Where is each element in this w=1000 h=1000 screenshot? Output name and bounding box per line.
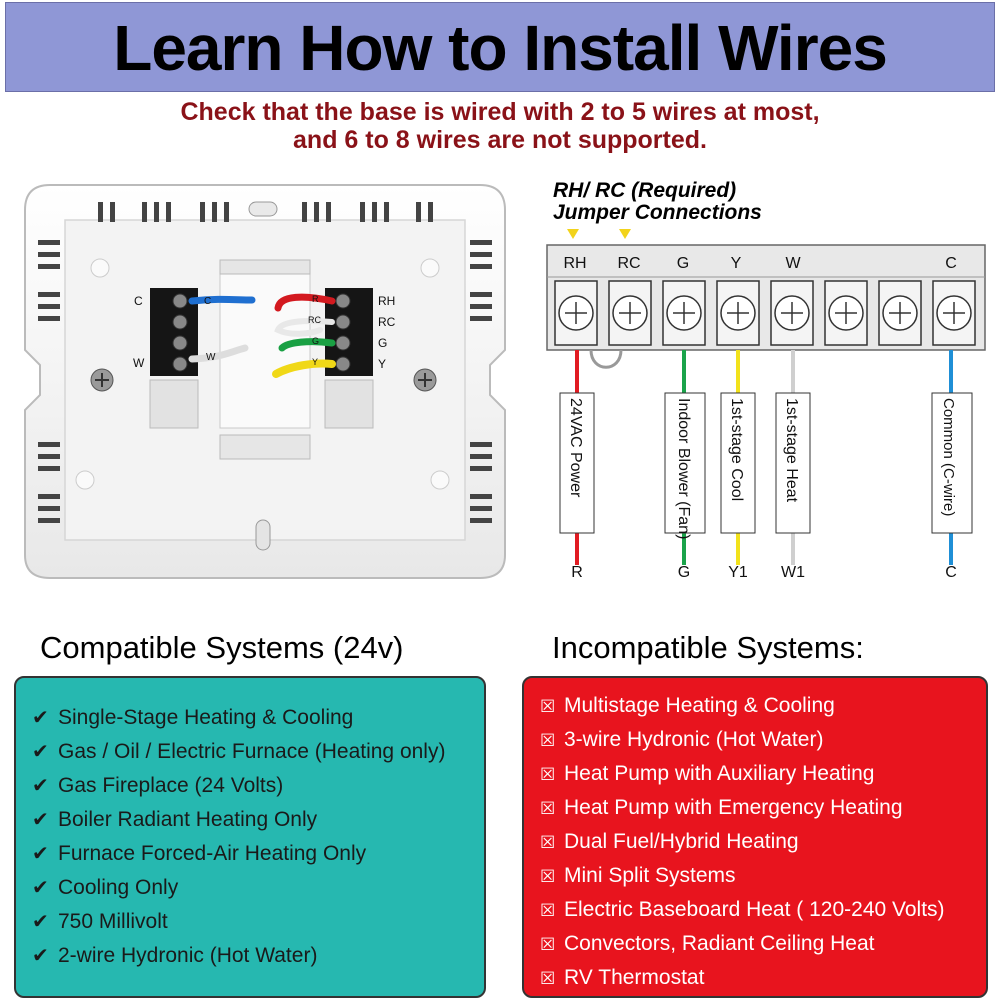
thermostat-base-plate: C W C W RH RC G Y R RC G Y bbox=[24, 184, 506, 579]
compatible-item: ✔Gas / Oil / Electric Furnace (Heating o… bbox=[32, 740, 446, 763]
check-icon: ✔ bbox=[32, 775, 49, 797]
subtitle: Check that the base is wired with 2 to 5… bbox=[0, 98, 1000, 154]
x-box-icon: ☒ bbox=[540, 799, 556, 818]
incompatible-item: ☒Mini Split Systems bbox=[540, 864, 736, 887]
terminal-screws bbox=[554, 280, 976, 346]
title-banner: Learn How to Install Wires bbox=[5, 2, 995, 92]
base-left-terminal-w: W bbox=[133, 356, 145, 370]
wire-y1-label: 1st-stage Cool bbox=[728, 398, 745, 501]
incompatible-item: ☒Multistage Heating & Cooling bbox=[540, 694, 835, 717]
terminal-label-y: Y bbox=[731, 255, 742, 272]
subtitle-line-1: Check that the base is wired with 2 to 5… bbox=[180, 98, 820, 126]
compatible-item: ✔750 Millivolt bbox=[32, 910, 168, 933]
x-box-icon: ☒ bbox=[540, 765, 556, 784]
page-title: Learn How to Install Wires bbox=[113, 12, 888, 84]
incompatible-item: ☒Heat Pump with Emergency Heating bbox=[540, 796, 903, 819]
jumper-title: RH/ RC (Required) Jumper Connections bbox=[553, 180, 762, 224]
compatible-item: ✔Single-Stage Heating & Cooling bbox=[32, 706, 354, 729]
wire-r: 24VAC Power R bbox=[559, 350, 595, 581]
incompatible-item: ☒Dual Fuel/Hybrid Heating bbox=[540, 830, 799, 853]
wire-w1: 1st-stage Heat W1 bbox=[775, 350, 811, 581]
base-right-terminal-g: G bbox=[378, 336, 387, 350]
x-box-icon: ☒ bbox=[540, 867, 556, 886]
incompatible-item: ☒Electric Baseboard Heat ( 120-240 Volts… bbox=[540, 898, 945, 921]
jumper-arrow-rh bbox=[567, 229, 579, 239]
terminal-label-c: C bbox=[945, 255, 957, 272]
check-icon: ✔ bbox=[32, 843, 49, 865]
wire-g-label: Indoor Blower (Fan) bbox=[675, 398, 692, 539]
compatible-item: ✔Furnace Forced-Air Heating Only bbox=[32, 842, 367, 865]
wire-r-end: R bbox=[571, 564, 583, 581]
incompatible-item: ☒3-wire Hydronic (Hot Water) bbox=[540, 728, 824, 751]
wire-g: Indoor Blower (Fan) G bbox=[664, 350, 706, 581]
check-icon: ✔ bbox=[32, 809, 49, 831]
wire-c-end: C bbox=[945, 564, 957, 581]
jumper-wire bbox=[589, 349, 623, 369]
base-right-terminal-y: Y bbox=[378, 357, 386, 371]
compatible-panel: ✔Single-Stage Heating & Cooling ✔Gas / O… bbox=[14, 676, 486, 998]
check-icon: ✔ bbox=[32, 877, 49, 899]
incompatible-title: Incompatible Systems: bbox=[552, 630, 864, 665]
wire-r-label: 24VAC Power bbox=[567, 398, 584, 498]
wiring-diagram: RH RC G Y W C 24VAC Power R Indoor Blowe… bbox=[546, 229, 986, 581]
incompatible-item: ☒Heat Pump with Auxiliary Heating bbox=[540, 762, 875, 785]
wires bbox=[188, 293, 336, 378]
terminal-label-g: G bbox=[677, 255, 689, 272]
x-box-icon: ☒ bbox=[540, 697, 556, 716]
wire-c: Common (C-wire) C bbox=[931, 350, 973, 581]
base-right-wire-tag-y: Y bbox=[312, 357, 318, 367]
compatible-title: Compatible Systems (24v) bbox=[40, 630, 404, 665]
base-right-wire-tag-r: R bbox=[312, 294, 319, 304]
check-icon: ✔ bbox=[32, 741, 49, 763]
check-icon: ✔ bbox=[32, 911, 49, 933]
base-right-wire-tag-g: G bbox=[312, 336, 319, 346]
base-right-wire-tag-rc: RC bbox=[308, 315, 321, 325]
incompatible-item: ☒RV Thermostat bbox=[540, 966, 705, 989]
x-box-icon: ☒ bbox=[540, 833, 556, 852]
jumper-title-line-1: RH/ RC (Required) bbox=[553, 179, 737, 202]
wire-w1-end: W1 bbox=[781, 564, 805, 581]
wire-y1-end: Y1 bbox=[728, 564, 748, 581]
incompatible-item: ☒Convectors, Radiant Ceiling Heat bbox=[540, 932, 875, 955]
x-box-icon: ☒ bbox=[540, 969, 556, 988]
base-left-wire-tag-c: C bbox=[204, 296, 211, 307]
wire-c-label: Common (C-wire) bbox=[940, 398, 957, 516]
base-right-terminal-rh: RH bbox=[378, 294, 395, 308]
compatible-item: ✔2-wire Hydronic (Hot Water) bbox=[32, 944, 318, 967]
terminal-label-rh: RH bbox=[563, 255, 586, 272]
wire-y1: 1st-stage Cool Y1 bbox=[720, 350, 756, 581]
x-box-icon: ☒ bbox=[540, 731, 556, 750]
jumper-title-line-2: Jumper Connections bbox=[553, 201, 762, 224]
terminal-label-rc: RC bbox=[617, 255, 640, 272]
wire-g-label-text: Indoor Blower (Fan) bbox=[675, 398, 692, 539]
mount-screw-right bbox=[413, 368, 437, 392]
wire-w1-label: 1st-stage Heat bbox=[783, 398, 800, 503]
x-box-icon: ☒ bbox=[540, 901, 556, 920]
compatible-item: ✔Cooling Only bbox=[32, 876, 179, 899]
right-terminal-block bbox=[324, 288, 374, 429]
subtitle-line-2: and 6 to 8 wires are not supported. bbox=[293, 126, 707, 154]
jumper-arrow-rc bbox=[619, 229, 631, 239]
wire-g-end: G bbox=[678, 564, 690, 581]
check-icon: ✔ bbox=[32, 945, 49, 967]
vent-slots bbox=[38, 202, 492, 523]
base-right-terminal-rc: RC bbox=[378, 315, 396, 329]
x-box-icon: ☒ bbox=[540, 935, 556, 954]
incompatible-panel: ☒Multistage Heating & Cooling ☒3-wire Hy… bbox=[522, 676, 988, 998]
compatible-item: ✔Boiler Radiant Heating Only bbox=[32, 808, 318, 831]
compatible-item: ✔Gas Fireplace (24 Volts) bbox=[32, 774, 284, 797]
mount-screw-left bbox=[90, 368, 114, 392]
check-icon: ✔ bbox=[32, 707, 49, 729]
terminal-label-w: W bbox=[785, 255, 801, 272]
base-left-wire-tag-w: W bbox=[206, 352, 216, 363]
base-left-terminal-c: C bbox=[134, 294, 143, 308]
